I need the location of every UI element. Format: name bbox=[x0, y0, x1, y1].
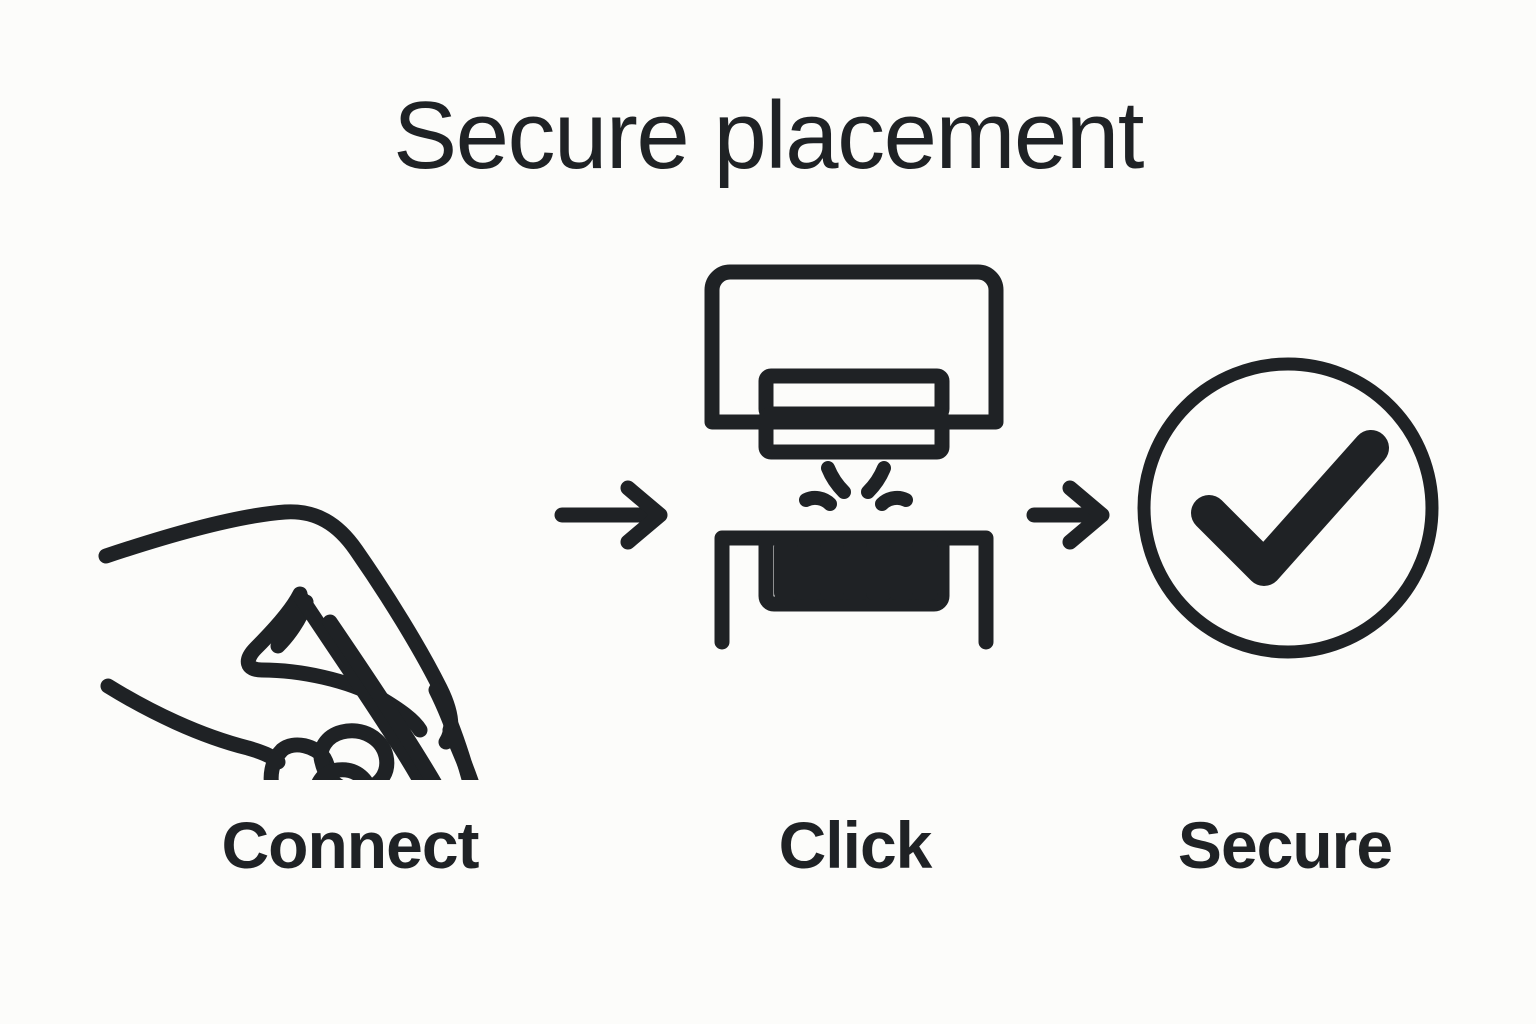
socket-pin-slot bbox=[866, 540, 892, 600]
ribbon-strand-b bbox=[322, 614, 442, 780]
socket-pin-slot bbox=[889, 540, 915, 600]
finger-segment-2 bbox=[313, 723, 395, 780]
socket-pin-slot bbox=[797, 540, 823, 600]
socket-pin-slot bbox=[912, 540, 938, 600]
click-spark-marks bbox=[799, 461, 913, 511]
step-caption-click: Click bbox=[778, 808, 933, 882]
ribbon-strand-a bbox=[292, 588, 429, 780]
check-circle-outline bbox=[1137, 357, 1439, 659]
check-circle-icon bbox=[1137, 357, 1439, 659]
arrow-1-head bbox=[620, 480, 668, 550]
step-captions: Connect Click Secure bbox=[0, 812, 1536, 912]
ribbon-strand-c bbox=[428, 682, 478, 780]
spark-upper-right bbox=[861, 461, 891, 499]
page-title: Secure placement bbox=[393, 82, 1144, 189]
plug-tongue-lower bbox=[758, 406, 950, 460]
steps-illustration-row bbox=[0, 250, 1536, 780]
arrow-right-icon bbox=[554, 480, 668, 550]
connector-housing bbox=[704, 264, 1004, 430]
checkmark-stroke bbox=[1191, 430, 1389, 586]
socket-pin-slots bbox=[774, 540, 938, 600]
finger-segment-1 bbox=[263, 737, 337, 780]
hand-holding-ribbon-cable-icon bbox=[98, 504, 479, 780]
socket-pin-block bbox=[758, 530, 950, 612]
spark-lower-left bbox=[799, 490, 837, 511]
step-caption-connect: Connect bbox=[221, 808, 480, 882]
ribbon-strand-d bbox=[442, 722, 479, 780]
socket-pin-slot bbox=[820, 540, 846, 600]
spark-lower-right bbox=[875, 490, 913, 511]
hand-thumb-outline bbox=[100, 678, 286, 770]
socket-pin-slot bbox=[843, 540, 869, 600]
arrow-2-head bbox=[1062, 480, 1110, 550]
connector-click-into-socket-icon bbox=[704, 264, 1004, 650]
step-caption-secure: Secure bbox=[1177, 808, 1393, 882]
socket-pin-slot bbox=[774, 540, 800, 600]
illustrations-svg bbox=[98, 264, 1439, 780]
spark-upper-left bbox=[821, 461, 851, 499]
arrow-right-icon bbox=[1026, 480, 1110, 550]
finger-segment-3 bbox=[311, 762, 374, 780]
